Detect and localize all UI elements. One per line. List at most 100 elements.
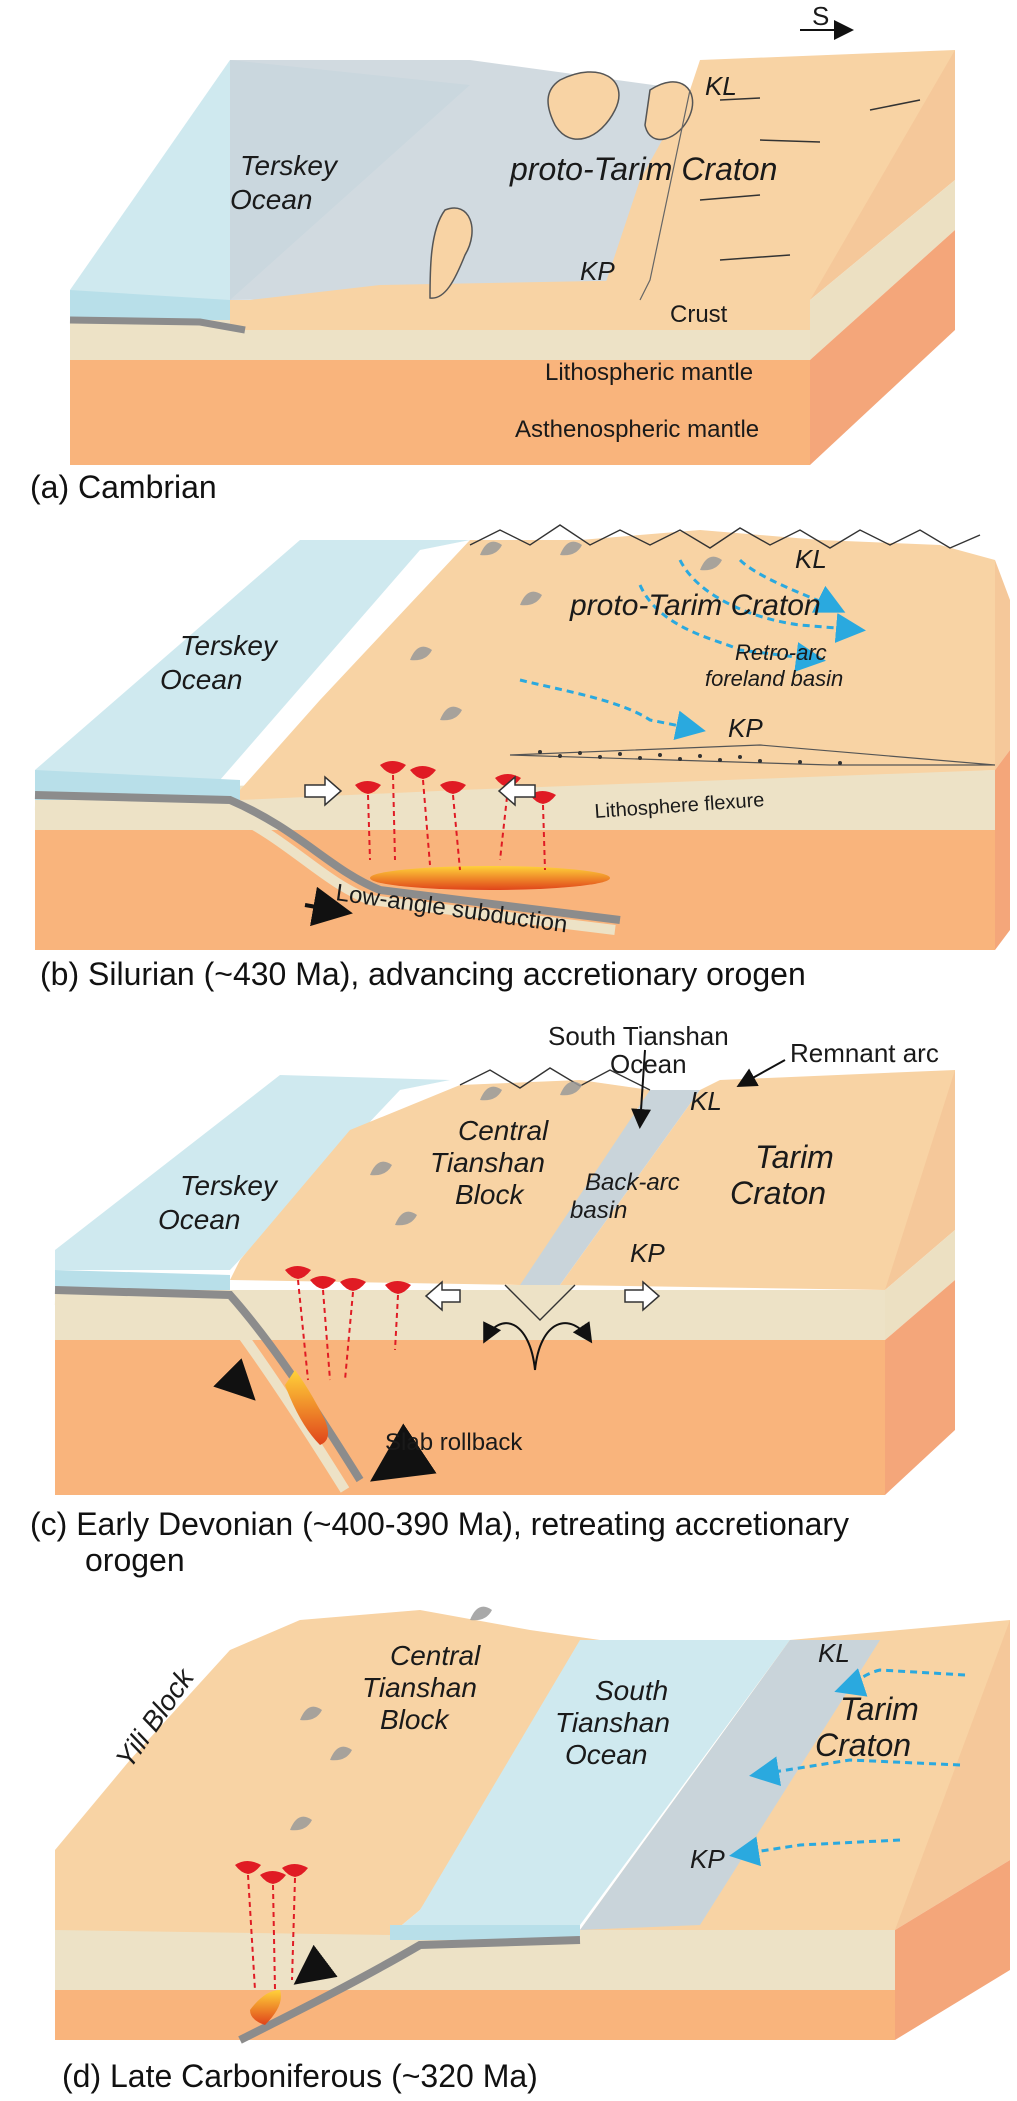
ocean-label-b-l1: Terskey [180, 630, 279, 661]
side-astheno [810, 230, 955, 465]
craton-top-c [560, 1070, 955, 1290]
craton-label-c-l2: Craton [730, 1175, 826, 1211]
slab-c [54, 1286, 364, 1483]
crust-front [230, 300, 810, 330]
caption-a: (a) Cambrian [30, 469, 217, 505]
island-3 [429, 207, 473, 299]
caption-c-l2: orogen [85, 1542, 185, 1578]
ocean-label-c-l2: Ocean [158, 1204, 241, 1235]
melt-zone-c [285, 1370, 329, 1445]
crust-shelf [250, 280, 650, 300]
litho-label: Lithospheric mantle [545, 359, 753, 386]
backarc-label-c-l2: basin [570, 1197, 627, 1224]
rollback-label: Slab rollback [385, 1429, 523, 1456]
ocean-label-b-l2: Ocean [160, 664, 243, 695]
remnant-arc-label: Remnant arc [790, 1038, 939, 1068]
shelf-d [580, 1640, 880, 1930]
astheno-front-c [55, 1330, 885, 1495]
side-c-litho [885, 1230, 955, 1340]
island-1 [547, 71, 620, 140]
basin-label-b-l2: foreland basin [705, 666, 843, 691]
ct-block-top-c [230, 1080, 650, 1285]
kp-label-c: KP [630, 1238, 665, 1268]
oceanic-plate [69, 316, 246, 334]
ocean-front [70, 290, 230, 320]
melt-zone-d [250, 1990, 281, 2025]
kl-label-b: KL [795, 544, 827, 574]
astheno-front-d [55, 1990, 895, 2040]
kl-label-c: KL [690, 1086, 722, 1116]
south-ocean-label-c-l1: South Tianshan [548, 1021, 729, 1051]
backarc-label-c-l1: Back-arc [585, 1169, 680, 1196]
craton-label-c-l1: Tarim [755, 1139, 834, 1175]
melt-zone-b [370, 866, 610, 890]
block-label-c-l2: Tianshan [430, 1147, 545, 1178]
crust-label: Crust [670, 301, 728, 328]
ocean-top-c [55, 1075, 450, 1270]
craton-label-d-l1: Tarim [840, 1691, 919, 1727]
basin-label-b-l1: Retro-arc [735, 640, 827, 665]
island-2 [644, 81, 694, 141]
kp-label-d: KP [690, 1844, 725, 1874]
south-ocean-label-d-l3: Ocean [565, 1739, 648, 1770]
ocean-label-c-l1: Terskey [180, 1170, 279, 1201]
ocean-label-a-l1: Terskey [240, 150, 339, 181]
kl-label-d: KL [818, 1638, 850, 1668]
south-ocean-label-d-l2: Tianshan [555, 1707, 670, 1738]
block-label-d-l3: Block [380, 1704, 450, 1735]
side-d-astheno [895, 1860, 1010, 2040]
kl-label-a: KL [705, 71, 737, 101]
ct-block-top-d [55, 1610, 600, 1935]
kp-label-a: KP [580, 256, 615, 286]
ocean-front-c [55, 1270, 230, 1290]
block-label-c-l1: Central [458, 1115, 549, 1146]
caption-b: (b) Silurian (~430 Ma), advancing accret… [40, 956, 806, 992]
south-ocean-front-d [390, 1925, 580, 1940]
magma-plumes-d [235, 1861, 308, 1884]
caption-c-l1: (c) Early Devonian (~400-390 Ma), retrea… [30, 1506, 849, 1542]
side-c-astheno [885, 1280, 955, 1495]
caption-d: (d) Late Carboniferous (~320 Ma) [62, 2058, 538, 2094]
south-ocean-label-d-l1: South [595, 1675, 668, 1706]
slab-b [34, 791, 621, 924]
litho-front-d [55, 1930, 895, 1990]
litho-front-c [55, 1290, 885, 1340]
south-ocean-label-c-l2: Ocean [610, 1049, 687, 1079]
kp-label-b: KP [728, 713, 763, 743]
astheno-front [70, 360, 810, 465]
block-label-c-l3: Block [455, 1179, 525, 1210]
block-label-d-l2: Tianshan [362, 1672, 477, 1703]
block-label-d-l1: Central [390, 1640, 481, 1671]
side-litho [810, 180, 955, 360]
ocean-label-a-l2: Ocean [230, 184, 313, 215]
astheno-label: Asthenospheric mantle [515, 416, 759, 443]
craton-label-b: proto-Tarim Craton [569, 589, 821, 622]
north-arrow-label: S [812, 1, 829, 31]
ocean-top-b [35, 540, 470, 780]
south-ocean-top-d [390, 1640, 790, 1935]
backarc-basin-c [520, 1090, 700, 1285]
craton-label-d-l2: Craton [815, 1727, 911, 1763]
side-b-astheno [995, 750, 1010, 950]
side-b [995, 560, 1010, 770]
craton-label-a: proto-Tarim Craton [509, 151, 777, 187]
magma-plumes-c [285, 1266, 411, 1294]
orogen-top-b [240, 530, 995, 800]
slab-d [238, 1936, 581, 2044]
